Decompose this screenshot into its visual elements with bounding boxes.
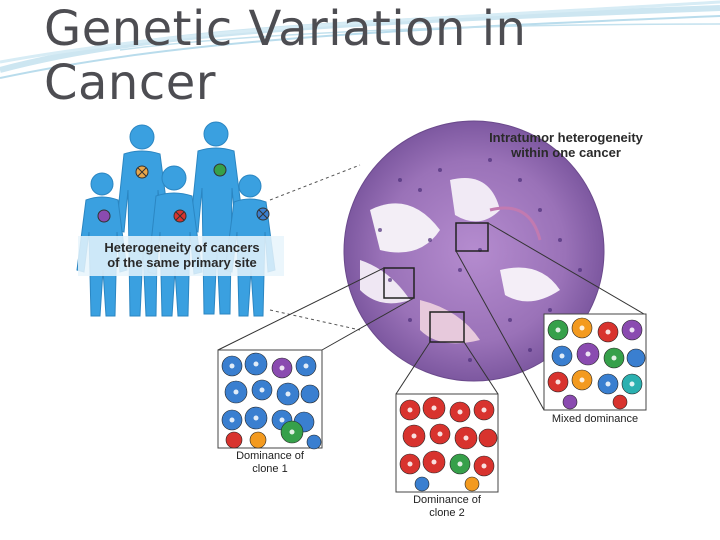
figure-graphics <box>76 120 647 493</box>
title-line-1: Genetic Variation in <box>44 1 527 57</box>
clone2-caption: Dominance of clone 2 <box>396 494 498 520</box>
zoom-box-clone1 <box>217 349 323 450</box>
clone2-line-2: clone 2 <box>429 507 465 519</box>
heterogeneity-label: Heterogeneity of cancers of the same pri… <box>80 240 284 270</box>
tissue-section <box>343 120 605 382</box>
heterogeneity-figure: Intratumor heterogeneity within one canc… <box>60 120 656 524</box>
hetero-line-1: Heterogeneity of cancers <box>104 240 260 255</box>
zoom-box-clone2 <box>395 393 499 493</box>
intratumor-line-1: Intratumor heterogeneity <box>489 130 643 145</box>
projection-lines <box>269 164 361 331</box>
title-line-2: Cancer <box>44 55 217 111</box>
tumor-markers <box>97 163 270 223</box>
slide-title: Genetic Variation in Cancer <box>44 2 526 110</box>
intratumor-line-2: within one cancer <box>511 145 621 160</box>
clone2-line-1: Dominance of <box>413 494 481 506</box>
mixed-caption: Mixed dominance <box>540 413 650 426</box>
clone1-caption: Dominance of clone 1 <box>218 450 322 476</box>
roi-box-right <box>455 222 489 252</box>
hetero-line-2: of the same primary site <box>107 255 257 270</box>
mixed-line: Mixed dominance <box>551 413 639 425</box>
roi-box-left <box>383 267 415 299</box>
roi-box-bottom <box>429 311 465 343</box>
clone1-line-1: Dominance of <box>236 450 304 462</box>
zoom-box-mixed <box>543 313 647 411</box>
clone1-line-2: clone 1 <box>252 463 288 475</box>
decorative-swoosh <box>0 0 720 79</box>
zoom-connectors <box>217 222 645 411</box>
intratumor-label: Intratumor heterogeneity within one canc… <box>476 130 656 160</box>
